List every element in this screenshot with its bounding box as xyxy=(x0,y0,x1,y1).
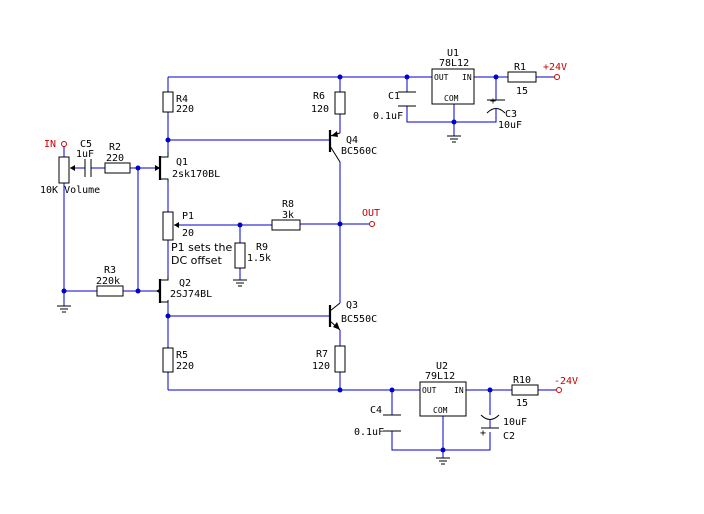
capacitor-c2: + 10uF C2 xyxy=(480,414,527,442)
r4-ref: R4 xyxy=(176,94,188,105)
regulator-u2: U2 79L12 OUT IN COM xyxy=(419,361,467,417)
ground-symbol-r9 xyxy=(233,279,247,287)
r3-value: 220k xyxy=(96,276,120,287)
r7-value: 120 xyxy=(312,361,330,372)
pot-volume: 10K Volume xyxy=(40,156,100,196)
c2-ref: C2 xyxy=(503,431,515,442)
resistor-r4: R4 220 xyxy=(162,91,194,115)
r1-value: 15 xyxy=(516,86,528,97)
resistor-r9: R9 1.5k xyxy=(234,242,271,269)
r2-ref: R2 xyxy=(109,142,121,153)
resistor-r5: R5 220 xyxy=(162,347,194,373)
u1-pin-out: OUT xyxy=(434,73,449,82)
c3-ref: C3 xyxy=(505,109,517,120)
c4-value: 0.1uF xyxy=(354,427,384,438)
transistor-q1: Q1 2sk170BL xyxy=(155,152,220,182)
port-out: OUT xyxy=(362,208,380,227)
c4-ref: C4 xyxy=(370,405,382,416)
in-label: IN xyxy=(44,139,56,150)
capacitor-c3: + C3 10uF xyxy=(486,96,522,131)
volume-label: 10K Volume xyxy=(40,185,100,196)
u1-pin-in: IN xyxy=(462,73,472,82)
r9-value: 1.5k xyxy=(247,253,271,264)
r7-ref: R7 xyxy=(316,349,328,360)
r2-value: 220 xyxy=(106,153,124,164)
c2-plus: + xyxy=(480,428,486,439)
r5-ref: R5 xyxy=(176,350,188,361)
q4-part: BC560C xyxy=(341,146,377,157)
u1-part: 78L12 xyxy=(439,58,469,69)
resistor-r10: R10 15 xyxy=(511,375,539,409)
ground-symbol-input xyxy=(57,305,71,313)
p1-ref: P1 xyxy=(182,211,194,222)
q2-ref: Q2 xyxy=(179,278,191,289)
schematic-paper xyxy=(36,40,584,480)
c1-value: 0.1uF xyxy=(373,111,403,122)
transistor-q2: Q2 2SJ74BL xyxy=(156,276,212,303)
u2-pin-in: IN xyxy=(454,386,464,395)
capacitor-c4: C4 0.1uF xyxy=(354,405,401,438)
ground-symbol-u1 xyxy=(447,135,461,143)
r8-ref: R8 xyxy=(282,199,294,210)
q2-part: 2SJ74BL xyxy=(170,289,212,300)
port-in: IN xyxy=(44,139,67,150)
r6-value: 120 xyxy=(311,104,329,115)
q4-ref: Q4 xyxy=(346,135,358,146)
u2-ref: U2 xyxy=(436,361,448,372)
resistor-r3: R3 220k xyxy=(96,265,124,297)
resistor-r2: R2 220 xyxy=(104,142,131,174)
r9-ref: R9 xyxy=(256,242,268,253)
pos-supply-label: +24V xyxy=(543,62,567,73)
u1-ref: U1 xyxy=(447,48,459,59)
r6-ref: R6 xyxy=(313,91,325,102)
r4-value: 220 xyxy=(176,104,194,115)
transistor-q3: Q3 BC550C xyxy=(328,300,377,331)
junction-dots xyxy=(61,74,499,453)
c2-value: 10uF xyxy=(503,417,527,428)
c5-value: 1uF xyxy=(76,149,94,160)
r5-value: 220 xyxy=(176,361,194,372)
q1-ref: Q1 xyxy=(176,157,188,168)
u2-pin-out: OUT xyxy=(422,386,437,395)
resistor-r7: R7 120 xyxy=(312,345,346,373)
r10-ref: R10 xyxy=(513,375,531,386)
pot-p1: P1 20 xyxy=(162,211,194,241)
c1-ref: C1 xyxy=(388,91,400,102)
u1-pin-com: COM xyxy=(444,94,459,103)
p1-note-line1: P1 sets the xyxy=(171,241,232,254)
resistor-r8: R8 3k xyxy=(271,199,301,231)
u2-pin-com: COM xyxy=(433,406,448,415)
c3-plus: + xyxy=(490,96,496,107)
q3-ref: Q3 xyxy=(346,300,358,311)
q1-part: 2sk170BL xyxy=(172,169,220,180)
resistor-r1: R1 15 xyxy=(507,62,537,97)
capacitor-c1: C1 0.1uF xyxy=(373,91,416,122)
p1-note-line2: DC offset xyxy=(171,254,222,267)
r1-ref: R1 xyxy=(514,62,526,73)
port-neg-supply: -24V xyxy=(554,376,578,393)
ground-symbol-u2 xyxy=(436,457,450,465)
r8-value: 3k xyxy=(282,210,294,221)
neg-supply-label: -24V xyxy=(554,376,578,387)
p1-note: P1 sets the DC offset xyxy=(171,241,232,267)
u2-part: 79L12 xyxy=(425,371,455,382)
c5-ref: C5 xyxy=(80,139,92,150)
out-label: OUT xyxy=(362,208,380,219)
transistor-q4: Q4 BC560C xyxy=(328,130,377,163)
p1-value: 20 xyxy=(182,228,194,239)
regulator-u1: U1 78L12 OUT IN COM xyxy=(431,48,475,105)
r10-value: 15 xyxy=(516,398,528,409)
capacitor-c5: C5 1uF xyxy=(76,139,94,177)
r3-ref: R3 xyxy=(104,265,116,276)
q3-part: BC550C xyxy=(341,314,377,325)
resistor-r6: R6 120 xyxy=(311,91,346,115)
port-pos-supply: +24V xyxy=(543,62,567,80)
c3-value: 10uF xyxy=(498,120,522,131)
